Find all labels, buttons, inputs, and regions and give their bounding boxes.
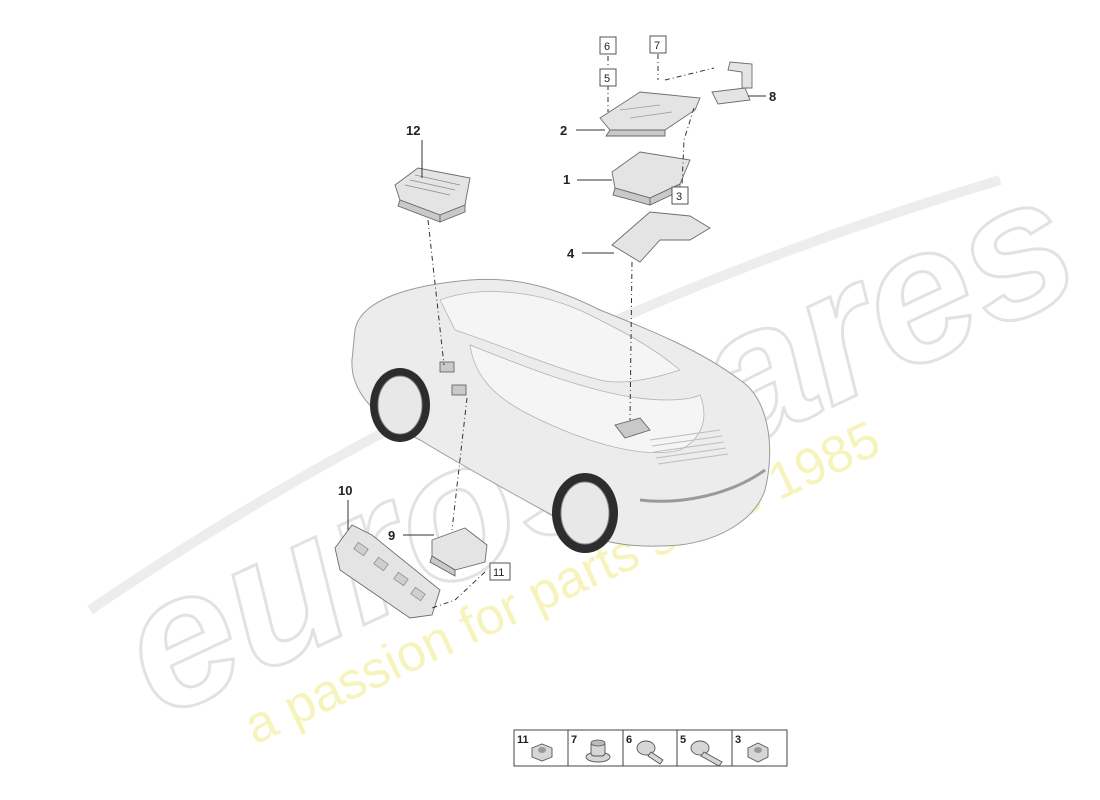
- boxed-ref-11: 11: [493, 567, 504, 579]
- callouts: 12 2 1 4 8 9 10: [338, 89, 776, 543]
- part-10-carrier[interactable]: [334, 524, 441, 619]
- callout-9: 9: [388, 528, 395, 543]
- bolt-icon: [690, 740, 723, 767]
- boxed-ref-6: 6: [604, 41, 610, 53]
- callout-2: 2: [560, 123, 567, 138]
- legend-number-6: 6: [626, 734, 632, 746]
- part-2-bracket[interactable]: [599, 91, 701, 137]
- screw-icon: [636, 740, 664, 765]
- part-9-module[interactable]: [429, 527, 488, 577]
- nut-icon: [531, 743, 553, 762]
- callout-8: 8: [769, 89, 776, 104]
- legend-number-11: 11: [517, 734, 529, 746]
- legend-number-5: 5: [680, 734, 686, 746]
- boxed-refs: 6 7 5 3 11: [489, 35, 689, 581]
- hex-nut-icon: [747, 742, 769, 763]
- assembly-lines: [427, 54, 715, 609]
- part-4-mat[interactable]: [611, 211, 711, 263]
- boxed-ref-3: 3: [676, 191, 682, 203]
- part-8-bracket[interactable]: [711, 61, 753, 105]
- callout-4: 4: [567, 246, 575, 261]
- boxed-ref-7: 7: [654, 40, 660, 52]
- car-illustration: [351, 278, 771, 553]
- grommet-icon: [585, 739, 611, 763]
- part-12-control-unit[interactable]: [394, 167, 471, 223]
- boxed-ref-5: 5: [604, 73, 610, 85]
- callout-12: 12: [406, 123, 420, 138]
- legend-number-3: 3: [735, 734, 741, 746]
- callout-1: 1: [563, 172, 570, 187]
- hardware-legend: 11 7 6 5 3: [513, 729, 788, 767]
- callout-10: 10: [338, 483, 352, 498]
- legend-number-7: 7: [571, 734, 577, 746]
